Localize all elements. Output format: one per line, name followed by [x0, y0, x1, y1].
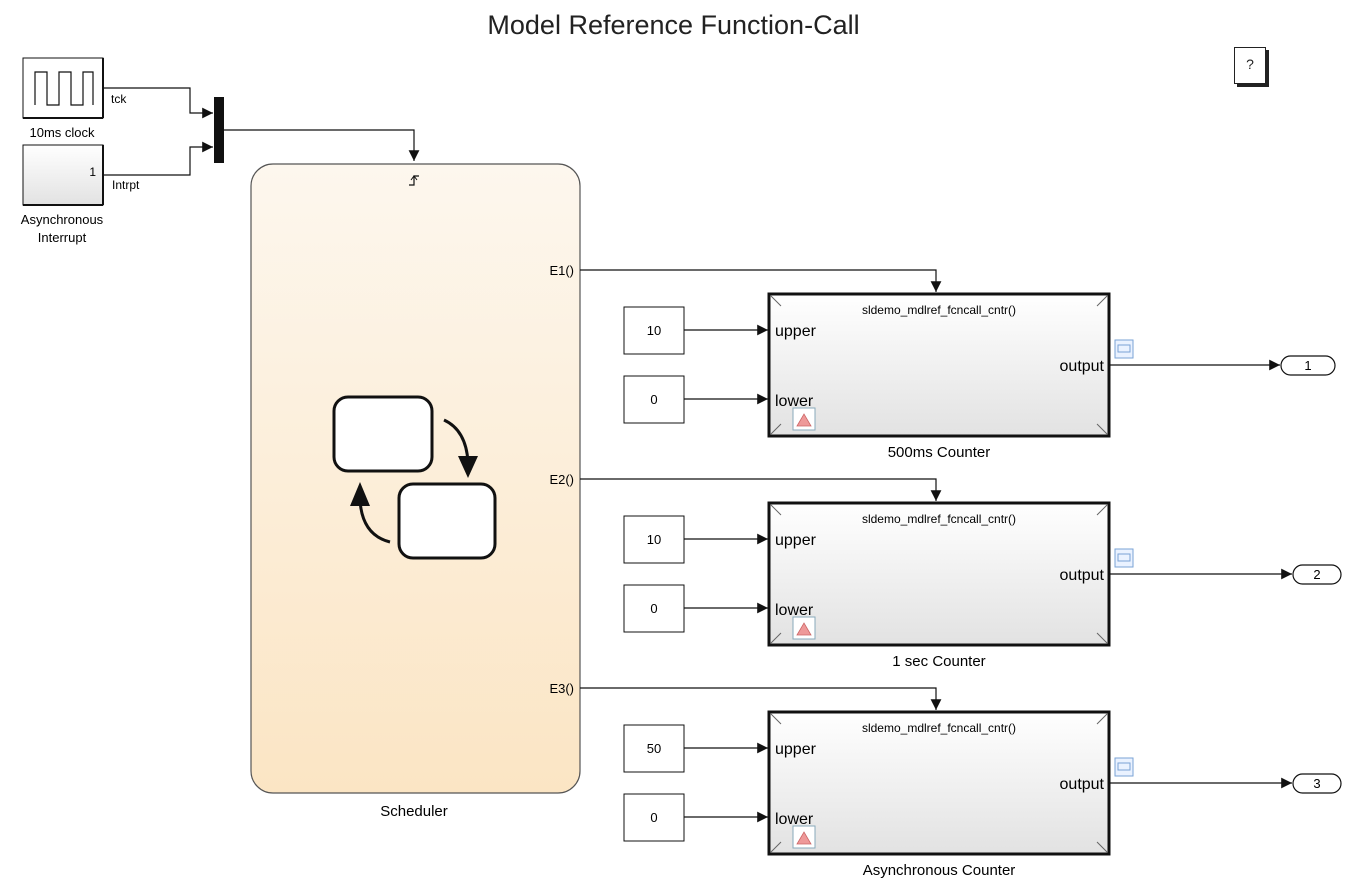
constant-lower-2-value: 0	[650, 601, 657, 616]
outport-2-label: 2	[1313, 567, 1320, 582]
counter-1-in2: lower	[775, 393, 814, 410]
counter-1-model: sldemo_mdlref_fcncall_cntr()	[862, 303, 1016, 317]
constant-upper-1-value: 10	[647, 323, 661, 338]
interrupt-block[interactable]	[22, 144, 104, 206]
outport-3[interactable]	[1292, 773, 1342, 794]
constant-upper-3[interactable]	[623, 724, 685, 773]
counter-1-out: output	[1060, 358, 1105, 375]
outport-2[interactable]	[1292, 564, 1342, 585]
e3-signal[interactable]	[580, 687, 942, 710]
counter-block-1[interactable]	[767, 292, 1111, 438]
counter-3-out: output	[1060, 776, 1105, 793]
counter-1-in1: upper	[775, 323, 817, 340]
event-port-e3: E3()	[549, 681, 574, 696]
outport-1[interactable]	[1280, 355, 1336, 376]
counter-2-out: output	[1060, 567, 1105, 584]
scheduler-chart[interactable]	[250, 163, 581, 794]
model-ref-icon	[792, 825, 816, 849]
outport-3-label: 3	[1313, 776, 1320, 791]
counter-3-model: sldemo_mdlref_fcncall_cntr()	[862, 721, 1016, 735]
counter-3-label: Asynchronous Counter	[863, 862, 1016, 879]
constant-lower-3[interactable]	[623, 793, 685, 842]
model-ref-icon	[792, 616, 816, 640]
e2-signal[interactable]	[580, 478, 942, 501]
counter-block-3[interactable]	[767, 710, 1111, 856]
clock-label: 10ms clock	[29, 125, 95, 140]
outport-1-label: 1	[1304, 358, 1311, 373]
clock-block[interactable]	[22, 57, 106, 121]
counter-block-2[interactable]	[767, 501, 1111, 647]
pulse-icon	[34, 71, 94, 106]
help-button[interactable]: ?	[1234, 47, 1266, 84]
counter-2-model: sldemo_mdlref_fcncall_cntr()	[862, 512, 1016, 526]
counter-2-label: 1 sec Counter	[892, 653, 985, 670]
counter-2-in1: upper	[775, 532, 817, 549]
constant-lower-1-value: 0	[650, 392, 657, 407]
diagram-title: Model Reference Function-Call	[487, 10, 860, 40]
constant-upper-2-value: 10	[647, 532, 661, 547]
interrupt-value: 1	[89, 165, 96, 179]
event-port-e2: E2()	[549, 472, 574, 487]
counter-3-in1: upper	[775, 741, 817, 758]
constant-lower-2[interactable]	[623, 584, 685, 633]
interrupt-port-label: Intrpt	[112, 178, 140, 192]
clock-signal[interactable]	[103, 87, 213, 119]
model-ref-icon	[792, 407, 816, 431]
constant-lower-3-value: 0	[650, 810, 657, 825]
counter-1-label: 500ms Counter	[888, 444, 991, 461]
e1-signal[interactable]	[580, 269, 942, 292]
clock-port-label: tck	[111, 92, 127, 106]
event-port-e1: E1()	[549, 263, 574, 278]
trigger-edge-icon	[409, 175, 419, 186]
interrupt-signal[interactable]	[103, 141, 213, 176]
counter-3-in2: lower	[775, 811, 814, 828]
mux-block[interactable]	[214, 97, 224, 163]
trigger-signal[interactable]	[224, 129, 420, 161]
counter-2-in2: lower	[775, 602, 814, 619]
scheduler-label: Scheduler	[380, 803, 448, 820]
constant-upper-3-value: 50	[647, 741, 661, 756]
interrupt-label-line1: Asynchronous	[21, 212, 104, 227]
constant-upper-1[interactable]	[623, 306, 685, 355]
stateflow-icon	[332, 395, 497, 560]
interrupt-label-line2: Interrupt	[38, 230, 87, 245]
constant-upper-2[interactable]	[623, 515, 685, 564]
